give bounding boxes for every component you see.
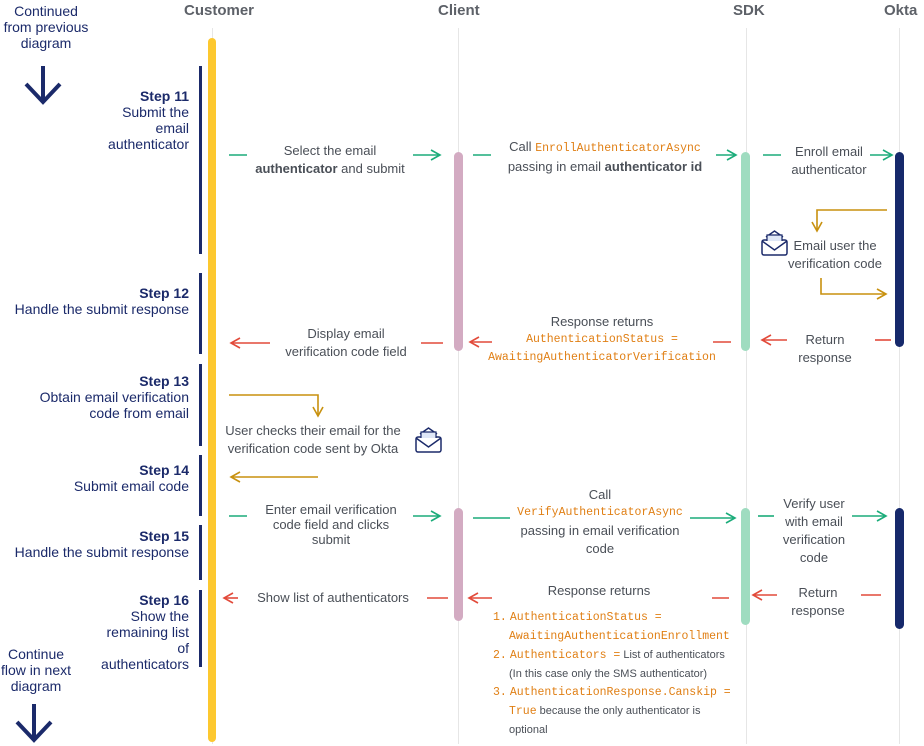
sdk-activation-bar-1 bbox=[741, 152, 750, 351]
step-12-bar bbox=[199, 273, 202, 354]
response-returns-1-label: Response returns AuthenticationStatus = … bbox=[488, 314, 716, 364]
okta-activation-bar-2 bbox=[895, 508, 904, 629]
okta-lifeline bbox=[899, 28, 900, 744]
client-activation-bar-1 bbox=[454, 152, 463, 351]
select-email-label: Select the email authenticator and submi… bbox=[255, 143, 405, 176]
email-icon-okta bbox=[761, 230, 788, 256]
response-returns-2-label: Response returns bbox=[547, 583, 651, 598]
call-enroll-label: Call EnrollAuthenticatorAsync passing in… bbox=[507, 139, 703, 174]
response-returns-2-list: 1. AuthenticationStatus = AwaitingAuthen… bbox=[493, 611, 731, 736]
okta-activation-bar-1 bbox=[895, 152, 904, 347]
step-11-bar bbox=[199, 66, 202, 254]
arrow-user-checks-out bbox=[229, 394, 324, 418]
step-14-bar bbox=[199, 455, 202, 516]
arrow-email-user-out bbox=[811, 209, 887, 233]
step-14-label: Step 14 Submit email code bbox=[73, 462, 189, 494]
step-15-bar bbox=[199, 525, 202, 580]
step-16-bar bbox=[199, 590, 202, 667]
client-activation-bar-2 bbox=[454, 508, 463, 621]
customer-column-header: Customer bbox=[184, 2, 255, 19]
sdk-activation-bar-2 bbox=[741, 508, 750, 625]
call-verify-label: Call VerifyAuthenticatorAsync passing in… bbox=[517, 487, 683, 556]
step-12-label: Step 12 Handle the submit response bbox=[14, 285, 189, 317]
sdk-column-header: SDK bbox=[733, 2, 765, 19]
customer-activation-bar bbox=[208, 38, 216, 742]
step-15-label: Step 15 Handle the submit response bbox=[14, 528, 189, 560]
step-13-bar bbox=[199, 364, 202, 446]
client-column-header: Client bbox=[438, 2, 480, 19]
show-list-label: Show list of authenticators bbox=[257, 590, 409, 605]
down-arrow-icon-top bbox=[24, 66, 62, 105]
okta-column-header: Okta bbox=[884, 2, 918, 19]
client-lifeline bbox=[458, 28, 459, 744]
sdk-lifeline bbox=[746, 28, 747, 744]
arrow-email-user-back bbox=[820, 278, 888, 300]
email-icon-customer bbox=[415, 427, 442, 453]
down-arrow-icon-bottom bbox=[15, 704, 53, 743]
